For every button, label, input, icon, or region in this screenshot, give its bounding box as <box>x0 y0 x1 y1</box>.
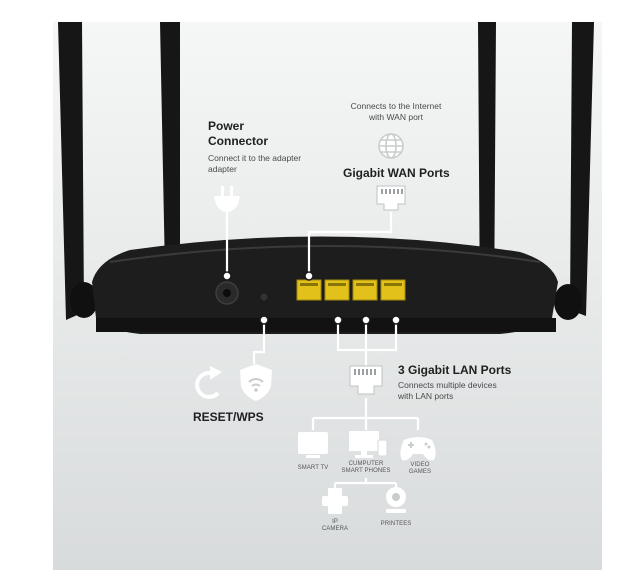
wan-desc-line2: with WAN port <box>368 112 423 122</box>
ip-camera-icon <box>322 488 348 514</box>
device-label-ip-line1: IP <box>332 519 338 525</box>
connector-lines <box>225 210 420 488</box>
device-label-computer-line2: SMART PHONES <box>341 468 391 474</box>
reset-hole <box>260 293 268 301</box>
device-label-computer-line1: CUMPUTER <box>348 461 384 467</box>
ethernet-icon-lan <box>349 365 383 395</box>
reset-wps-label: RESET/WPS <box>193 410 264 424</box>
power-title-line1: Power <box>208 119 245 133</box>
device-label-smart-tv: SMART TV <box>297 465 329 471</box>
wan-desc-line1: Connects to the Internet <box>350 101 442 111</box>
power-jack <box>215 281 239 305</box>
tv-icon <box>298 432 328 458</box>
reset-icon <box>195 366 222 399</box>
power-desc-line2: adapter <box>208 164 237 174</box>
device-label-printer: PRINTEES <box>380 521 412 527</box>
ethernet-icon-wan <box>376 185 406 211</box>
lan-title: 3 Gigabit LAN Ports <box>398 363 512 377</box>
device-label-ip-line2: CAMERA <box>321 526 349 532</box>
device-label-video-line1: VIDEO <box>410 462 430 468</box>
power-title-line2: Connector <box>208 134 268 148</box>
power-desc-line1: Connect it to the adapter <box>208 153 302 163</box>
globe-icon <box>378 133 404 159</box>
power-plug-icon <box>214 186 240 212</box>
wps-shield-icon <box>240 364 272 401</box>
webcam-icon <box>386 487 406 513</box>
connector-dots <box>222 271 401 325</box>
device-label-video-line2: GAMES <box>408 469 432 475</box>
wan-title: Gigabit WAN Ports <box>343 166 450 180</box>
computer-icon <box>349 431 388 458</box>
gamepad-icon <box>400 437 436 461</box>
lan-desc-line2: with LAN ports <box>398 391 454 401</box>
lan-desc-line1: Connects multiple devices <box>398 380 497 390</box>
